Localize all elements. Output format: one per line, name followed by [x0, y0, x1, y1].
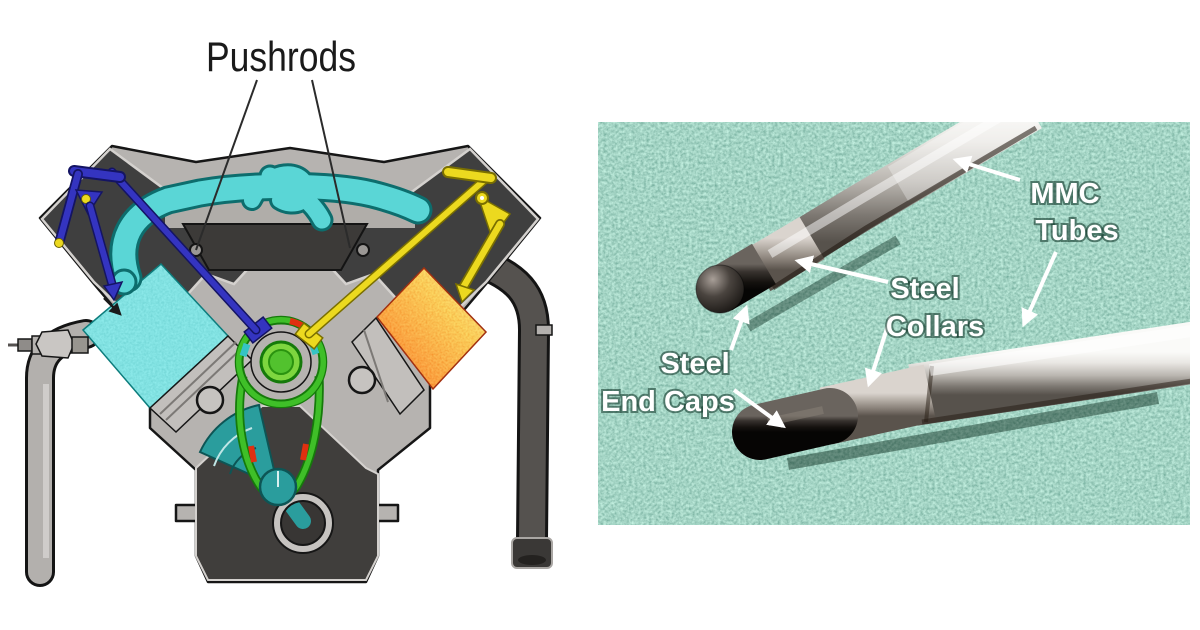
mmc-tubes-line1: MMC — [1030, 178, 1099, 210]
steel-collars-label: Steel Collars — [884, 271, 986, 345]
block-boss-left — [195, 385, 225, 415]
pushrods-leader-lines — [195, 79, 351, 251]
arrow-endcap-upper — [729, 304, 750, 351]
pushrod-lower — [732, 321, 1190, 470]
mmc-tubes-line2: Tubes — [1035, 215, 1118, 247]
cam-gear — [234, 315, 328, 409]
arrow-endcap-lower — [732, 388, 786, 429]
pushrod-photo-panel: MMC Tubes Steel Collars Steel End Caps — [598, 122, 1190, 525]
right-exhaust-pipe — [462, 246, 553, 569]
spark-plug — [8, 329, 89, 359]
steel-end-caps-line1: Steel — [660, 348, 729, 380]
right-pushrod — [304, 171, 494, 339]
block-boss-right — [347, 365, 377, 395]
pushrods-caption: Pushrods — [206, 33, 356, 80]
combustion-cylinder — [376, 266, 488, 391]
connecting-rod-bearing — [272, 487, 334, 554]
arrow-mmc-lower-tube — [1021, 251, 1058, 328]
steel-end-caps-line2: End Caps — [601, 386, 735, 418]
arrow-collar-lower — [864, 315, 893, 388]
arrow-collar-upper — [794, 255, 889, 284]
plenum-boss-right — [356, 243, 370, 257]
mmc-tubes-label: MMC Tubes — [1028, 176, 1120, 249]
crank-journal — [258, 467, 298, 507]
left-rocker-valve — [54, 165, 126, 302]
flow-arrow — [103, 297, 122, 316]
crank-counterweight — [198, 403, 280, 489]
steel-end-caps-label: Steel End Caps — [599, 346, 737, 420]
right-piston — [351, 316, 425, 416]
arrow-mmc-upper-tube — [952, 155, 1021, 182]
intake-plenum — [181, 223, 369, 271]
left-exhaust-pipe — [25, 319, 101, 587]
steel-collars-line1: Steel — [890, 273, 959, 305]
steel-collars-line2: Collars — [886, 311, 984, 343]
right-rocker-valve — [442, 166, 512, 304]
pushrod-upper — [695, 122, 1042, 332]
engine-diagram-panel: Pushrods — [8, 33, 553, 587]
photo-annotation-arrows — [729, 155, 1058, 429]
left-pushrod — [107, 167, 261, 335]
